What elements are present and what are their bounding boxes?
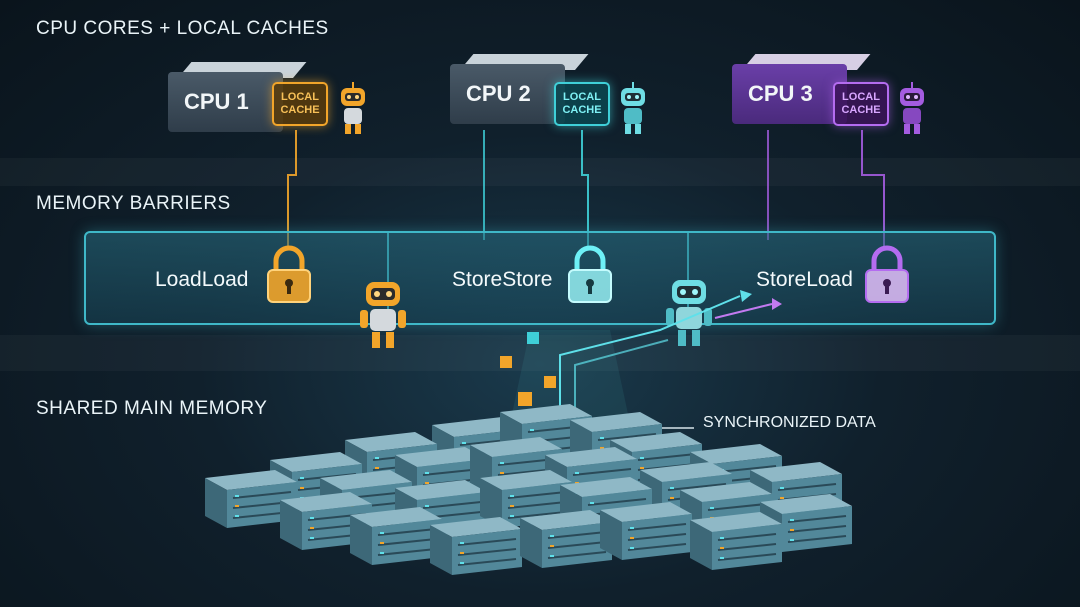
lock-icon	[267, 245, 311, 303]
cpu3-cache-line1: LOCAL	[842, 91, 880, 103]
cpu3-box: CPU 3	[732, 64, 847, 124]
barrier-divider	[387, 231, 389, 325]
cpu2-cache-connector	[581, 130, 589, 250]
server-block	[350, 507, 442, 565]
cpu-section-label: CPU CORES + LOCAL CACHES	[36, 18, 329, 39]
cpu1-cache: LOCAL CACHE	[272, 82, 328, 126]
server-block	[520, 510, 612, 568]
cpu2-cache: LOCAL CACHE	[554, 82, 610, 126]
barrier-section-label: MEMORY BARRIERS	[36, 193, 231, 214]
cpu2-box: CPU 2	[450, 64, 565, 124]
data-cube	[518, 392, 532, 406]
arrow-icon	[740, 290, 752, 302]
cpu3-label: CPU 3	[748, 81, 813, 106]
lock-icon	[568, 245, 612, 303]
cpu2-cache-line1: LOCAL	[563, 91, 601, 103]
cpu1-cache-line1: LOCAL	[281, 91, 319, 103]
data-cube	[500, 356, 512, 368]
cpu3-cache: LOCAL CACHE	[833, 82, 889, 126]
barrier-panel	[84, 231, 996, 325]
cpu2-label: CPU 2	[466, 81, 531, 106]
cpu1-connector	[287, 130, 297, 250]
robot-icon	[666, 280, 712, 346]
barrier-loadload-label: LoadLoad	[155, 268, 249, 291]
robot-icon	[341, 82, 365, 134]
robot-icon	[621, 82, 645, 134]
server-block	[690, 512, 782, 570]
cpu3-cache-connector	[861, 130, 885, 250]
server-block	[430, 517, 522, 575]
cpu1-cache-line2: CACHE	[280, 104, 320, 116]
cpu1-box: CPU 1	[168, 72, 283, 132]
arrow-icon	[772, 298, 782, 310]
barrier-divider	[687, 231, 689, 325]
flow-line	[714, 303, 773, 319]
synchronized-data-label: SYNCHRONIZED DATA	[703, 414, 876, 431]
barrier-storestore-label: StoreStore	[452, 268, 553, 291]
server-block	[205, 470, 297, 528]
data-cube	[527, 332, 539, 344]
server-block	[600, 502, 692, 560]
cpu1-label: CPU 1	[184, 89, 249, 114]
lock-icon	[865, 245, 909, 303]
robot-icon	[360, 282, 406, 348]
cpu2-cache-line2: CACHE	[562, 104, 602, 116]
robot-icon	[900, 82, 924, 134]
cpu3-cache-line2: CACHE	[841, 104, 881, 116]
data-cube	[544, 376, 556, 388]
memory-section-label: SHARED MAIN MEMORY	[36, 398, 268, 419]
barrier-storeload-label: StoreLoad	[756, 268, 853, 291]
